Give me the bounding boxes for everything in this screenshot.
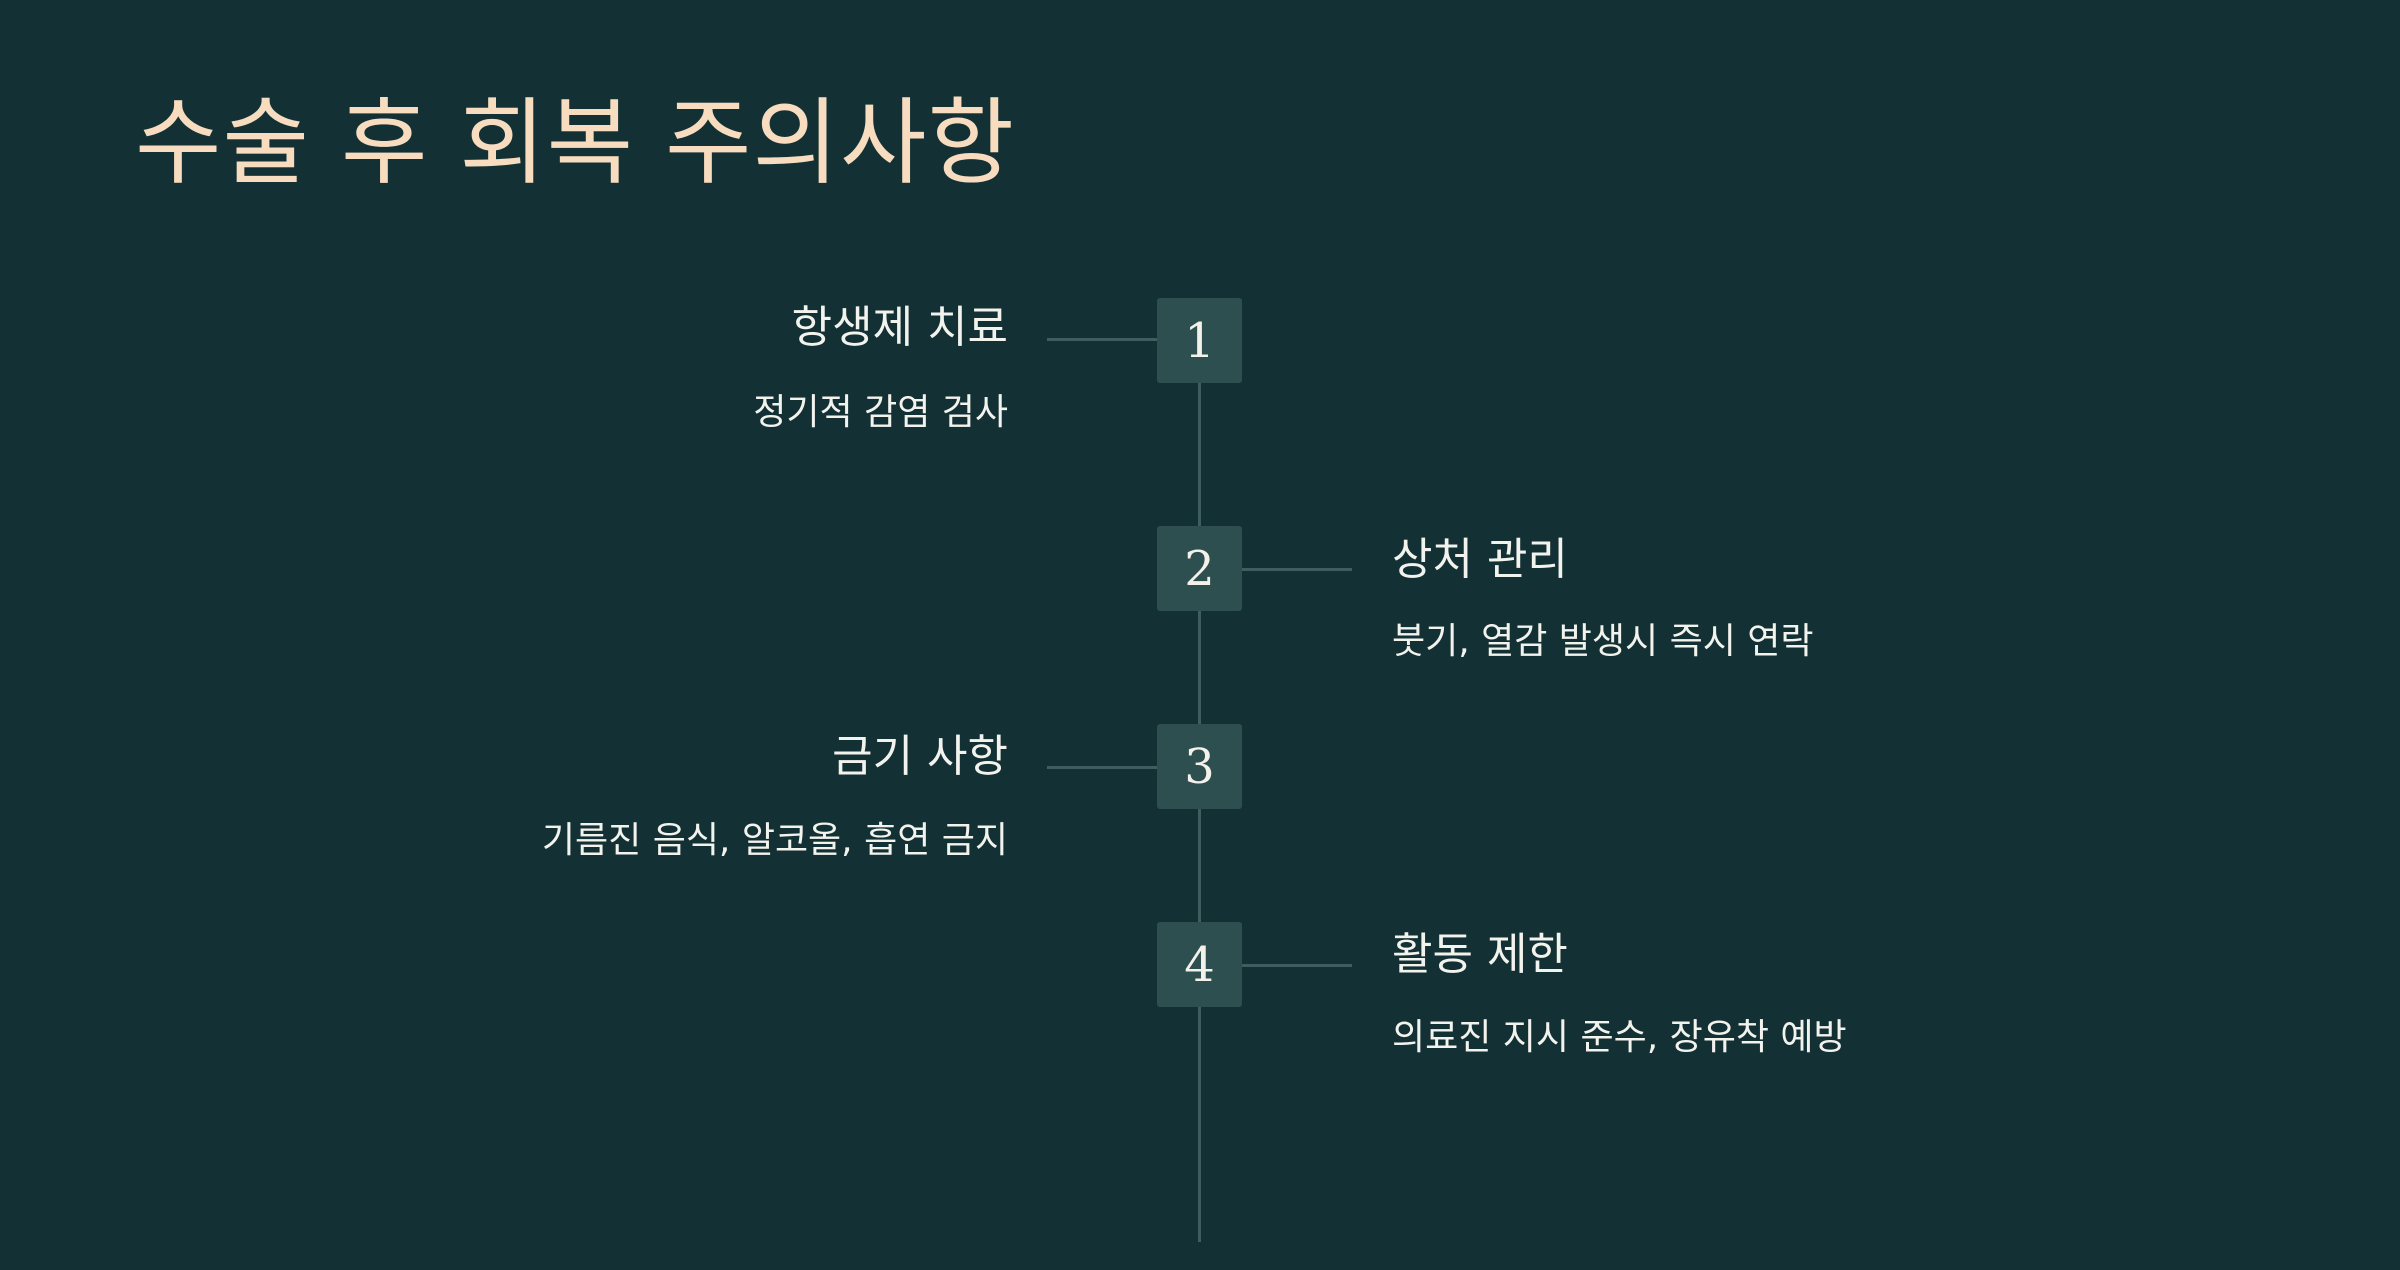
step-4-number-box: 4 (1157, 922, 1242, 1007)
step-3-title: 금기 사항 (832, 731, 1008, 782)
page-title: 수술 후 회복 주의사항 (135, 89, 1015, 198)
step-3-description: 기름진 음식, 알코올, 흡연 금지 (541, 820, 1008, 861)
step-4-connector (1240, 964, 1352, 967)
step-3-connector (1047, 766, 1159, 769)
step-2-connector (1240, 568, 1352, 571)
step-2-number: 2 (1184, 540, 1215, 597)
step-1-number-box: 1 (1157, 298, 1242, 383)
step-4-description: 의료진 지시 준수, 장유착 예방 (1392, 1017, 1847, 1058)
step-2-title: 상처 관리 (1392, 534, 1568, 585)
step-1-number: 1 (1184, 312, 1215, 369)
timeline-spine (1198, 382, 1201, 1242)
step-3-number: 3 (1184, 738, 1215, 795)
step-1-description: 정기적 감염 검사 (753, 392, 1008, 433)
step-1-title: 항생제 치료 (791, 302, 1008, 353)
step-2-description: 붓기, 열감 발생시 즉시 연락 (1392, 621, 1814, 662)
step-2-number-box: 2 (1157, 526, 1242, 611)
step-4-number: 4 (1184, 936, 1215, 993)
step-1-connector (1047, 338, 1159, 341)
step-4-title: 활동 제한 (1392, 929, 1568, 980)
step-3-number-box: 3 (1157, 724, 1242, 809)
